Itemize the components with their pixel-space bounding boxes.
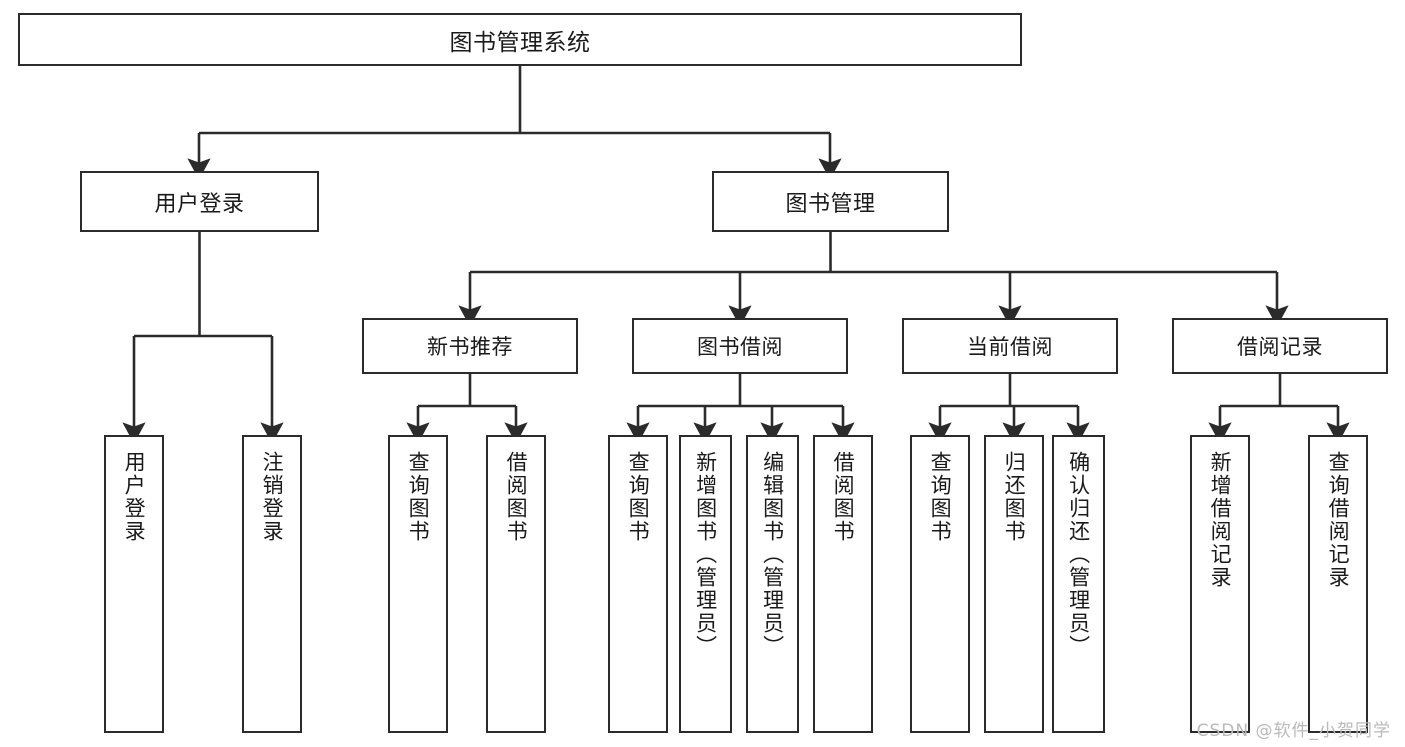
node-leaf-add-book-label: 新增图书（管理员） <box>693 451 718 658</box>
node-current-borrow-label: 当前借阅 <box>967 335 1053 359</box>
node-new-book-recommend[interactable]: 新书推荐 <box>362 318 578 374</box>
node-leaf-query-book-current[interactable]: 查询图书 <box>910 435 970 733</box>
node-leaf-add-record-label: 新增借阅记录 <box>1208 451 1233 589</box>
node-leaf-query-book-current-label: 查询图书 <box>928 451 953 543</box>
node-leaf-return-book[interactable]: 归还图书 <box>984 435 1044 733</box>
node-book-manage[interactable]: 图书管理 <box>712 171 949 232</box>
node-borrow-record[interactable]: 借阅记录 <box>1172 318 1388 374</box>
node-new-book-recommend-label: 新书推荐 <box>427 335 513 359</box>
node-leaf-add-record[interactable]: 新增借阅记录 <box>1190 435 1250 733</box>
node-leaf-user-login[interactable]: 用户登录 <box>104 435 164 733</box>
node-leaf-borrow-book-recommend-label: 借阅图书 <box>504 451 529 543</box>
node-user-login[interactable]: 用户登录 <box>80 171 319 232</box>
node-leaf-query-record-label: 查询借阅记录 <box>1326 451 1351 589</box>
node-book-manage-label: 图书管理 <box>785 191 876 217</box>
node-leaf-borrow-book[interactable]: 借阅图书 <box>813 435 873 733</box>
node-leaf-query-record[interactable]: 查询借阅记录 <box>1308 435 1368 733</box>
node-current-borrow[interactable]: 当前借阅 <box>902 318 1118 374</box>
node-leaf-edit-book-label: 编辑图书（管理员） <box>760 451 785 658</box>
node-leaf-logout[interactable]: 注销登录 <box>242 435 302 733</box>
node-book-borrow-label: 图书借阅 <box>697 335 783 359</box>
node-root-label: 图书管理系统 <box>449 29 591 56</box>
node-book-borrow[interactable]: 图书借阅 <box>632 318 848 374</box>
node-leaf-borrow-book-label: 借阅图书 <box>831 451 856 543</box>
node-leaf-confirm-return-label: 确认归还（管理员） <box>1066 451 1091 658</box>
node-user-login-label: 用户登录 <box>154 191 245 217</box>
node-leaf-add-book[interactable]: 新增图书（管理员） <box>679 435 732 733</box>
node-root[interactable]: 图书管理系统 <box>18 13 1022 66</box>
node-leaf-confirm-return[interactable]: 确认归还（管理员） <box>1052 435 1105 733</box>
node-leaf-return-book-label: 归还图书 <box>1002 451 1027 543</box>
node-leaf-logout-label: 注销登录 <box>260 451 285 543</box>
watermark: CSDN @软件_小贺同学 <box>1196 721 1391 741</box>
node-leaf-query-book-recommend[interactable]: 查询图书 <box>388 435 448 733</box>
node-leaf-query-book-recommend-label: 查询图书 <box>406 451 431 543</box>
node-leaf-query-book-borrow-label: 查询图书 <box>626 451 651 543</box>
node-leaf-borrow-book-recommend[interactable]: 借阅图书 <box>486 435 546 733</box>
node-borrow-record-label: 借阅记录 <box>1237 335 1323 359</box>
node-leaf-query-book-borrow[interactable]: 查询图书 <box>608 435 668 733</box>
node-leaf-user-login-label: 用户登录 <box>122 451 147 543</box>
node-leaf-edit-book[interactable]: 编辑图书（管理员） <box>746 435 799 733</box>
